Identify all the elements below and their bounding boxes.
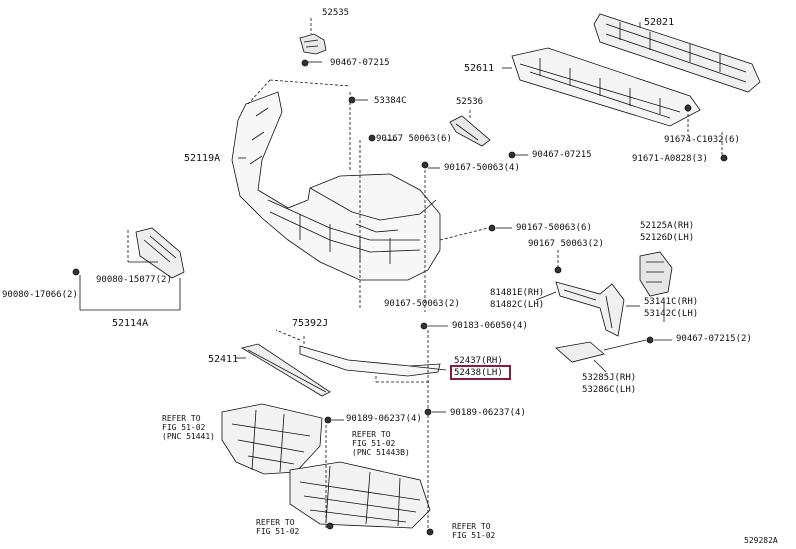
label-53384c[interactable]: 53384C [374,96,407,106]
label-53286c[interactable]: 53286C(LH) [582,385,637,395]
label-91674-c1032[interactable]: 91674-C1032(6) [664,135,740,145]
bracket-53141c-shape[interactable] [555,281,625,337]
label-90467-07215-top[interactable]: 90467-07215 [330,58,390,68]
label-52119a[interactable]: 52119A [184,153,221,164]
label-52021[interactable]: 52021 [644,17,675,28]
label-75392j[interactable]: 75392J [292,318,329,329]
label-90167-50063-4[interactable]: 90167-50063(4) [444,163,520,173]
bracket-52535-shape[interactable] [299,33,327,55]
refer-note-51443b[interactable]: REFER TO FIG 51-02 (PNC 51443B) [352,430,410,457]
label-90167-50063-2-a[interactable]: 90167 50063(2) [528,239,604,249]
under-cover-51441-shape[interactable] [221,403,323,475]
label-52611[interactable]: 52611 [464,63,495,74]
label-53285j[interactable]: 53285J(RH) [582,373,637,383]
label-90167-50063-6-a[interactable]: 90167 50063(6) [376,134,452,144]
label-52126d[interactable]: 52126D(LH) [640,233,695,243]
bumper-cover-52119a-shape[interactable] [231,91,441,281]
label-52438[interactable]: 52438(LH) [454,368,503,378]
label-52125a[interactable]: 52125A(RH) [640,221,695,231]
refer-note-bottom-left[interactable]: REFER TO FIG 51-02 [256,518,300,536]
label-81482c[interactable]: 81482C(LH) [490,300,545,310]
label-90167-50063-2-b[interactable]: 90167-50063(2) [384,299,460,309]
label-53142c[interactable]: 53142C(LH) [644,309,699,319]
under-cover-51443b-shape[interactable] [289,461,431,529]
bracket-53285j-shape[interactable] [555,341,605,363]
label-52411[interactable]: 52411 [208,354,239,365]
strip-52411-shape[interactable] [240,343,331,397]
label-52536[interactable]: 52536 [456,97,484,107]
absorber-52611-shape[interactable] [511,47,701,127]
label-90467-07215-2[interactable]: 90467-07215(2) [676,334,752,344]
highlight-box-52438 [450,365,511,380]
label-52114a[interactable]: 52114A [112,318,149,329]
label-90189-06237-a[interactable]: 90189-06237(4) [346,414,422,424]
label-91671-a0828[interactable]: 91671-A0828(3) [632,154,708,164]
retainer-52125a-shape[interactable] [639,251,673,297]
refer-note-bottom-right[interactable]: REFER TO FIG 51-02 [452,522,496,540]
bracket-52536-shape[interactable] [449,115,491,147]
label-90183-06050[interactable]: 90183-06050(4) [452,321,528,331]
label-90189-06237-b[interactable]: 90189-06237(4) [450,408,526,418]
label-90080-15077[interactable]: 90080-15077(2) [96,275,172,285]
reinforcement-52021-shape[interactable] [593,13,761,93]
label-81481e[interactable]: 81481E(RH) [490,288,545,298]
refer-note-51441[interactable]: REFER TO FIG 51-02 (PNC 51441) [162,414,215,441]
spoiler-52438-shape[interactable] [299,345,441,377]
label-90467-07215-mid[interactable]: 90467-07215 [532,150,592,160]
label-90080-17066[interactable]: 90080-17066(2) [2,290,78,300]
label-52437[interactable]: 52437(RH) [454,356,503,366]
diagram-id: 529282A [744,536,778,545]
label-52535[interactable]: 52535 [322,8,350,18]
label-53141c[interactable]: 53141C(RH) [644,297,699,307]
label-90167-50063-6-b[interactable]: 90167-50063(6) [516,223,592,233]
bracket-52114a-shape[interactable] [135,227,185,279]
